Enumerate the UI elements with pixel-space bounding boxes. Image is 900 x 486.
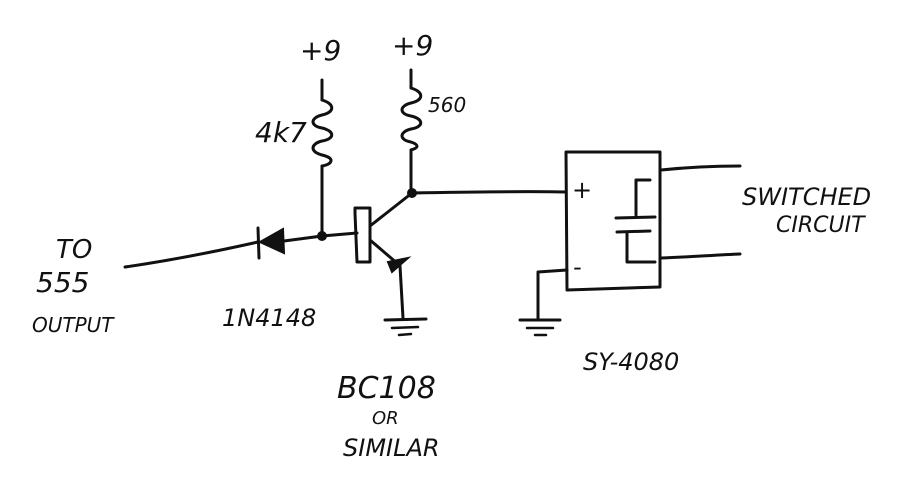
resistor-4k7	[311, 78, 334, 238]
output-wire-top	[659, 164, 742, 172]
relay-sy4080	[564, 150, 662, 292]
relay-plus-label: +	[572, 176, 592, 204]
transistor-bc108	[353, 191, 414, 320]
resistor-560	[400, 68, 423, 195]
diode-label: 1N4148	[222, 304, 316, 332]
supply-label-left: +9	[300, 34, 341, 67]
relay-minus-label: -	[573, 253, 582, 281]
relay-part-label: SY-4080	[583, 348, 679, 376]
input-label-to: TO	[56, 235, 92, 265]
transistor-label-or: OR	[372, 408, 399, 429]
output-wire-bottom	[659, 252, 742, 260]
relay-ground-wire	[518, 268, 569, 337]
output-label-circuit: CIRCUIT	[776, 213, 866, 238]
collector-to-relay-wire	[410, 190, 568, 195]
resistor-label-560: 560	[428, 93, 466, 117]
output-label-switched: SWITCHED	[742, 183, 871, 211]
supply-label-right: +9	[392, 29, 433, 62]
input-wire	[123, 240, 260, 269]
input-label-output: OUTPUT	[32, 313, 115, 337]
transistor-label-part: BC108	[337, 371, 436, 406]
resistor-label-4k7: 4k7	[255, 116, 307, 149]
transistor-label-similar: SIMILAR	[343, 434, 440, 462]
diode-1n4148	[256, 226, 324, 260]
base-wire	[320, 231, 359, 238]
input-label-555: 555	[36, 266, 89, 299]
ground-symbol-transistor	[383, 317, 428, 337]
